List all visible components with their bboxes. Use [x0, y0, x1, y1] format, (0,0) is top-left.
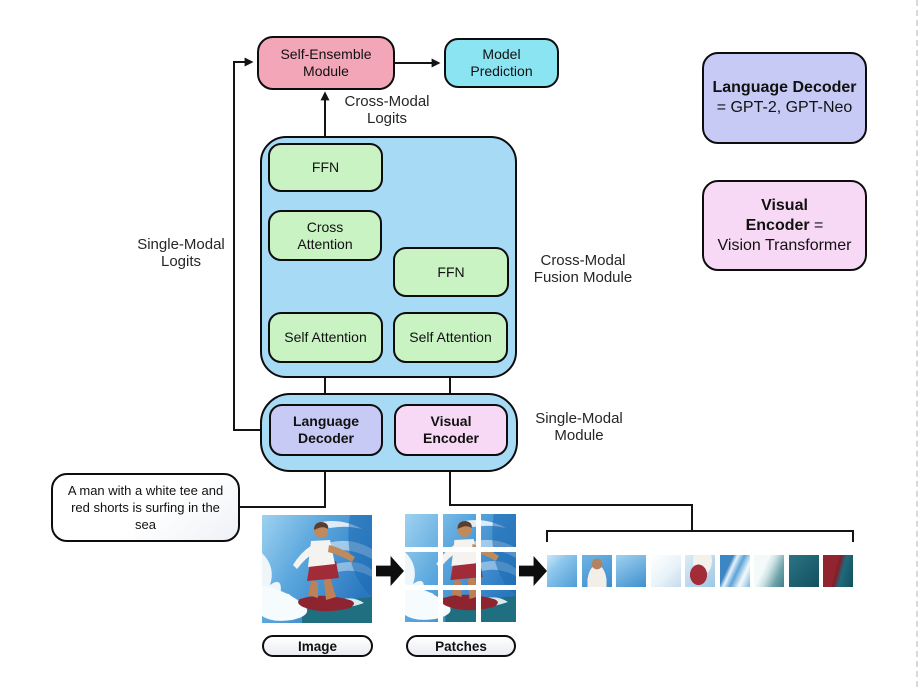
strip-patch-foam-teal	[754, 555, 784, 587]
legend-language-decoder-detail: = GPT-2, GPT-Neo	[716, 99, 853, 116]
connector-caption-to-decoder	[240, 457, 330, 508]
node-language-decoder: Language Decoder	[269, 404, 383, 456]
label-cross-modal-fusion-module: Cross-Modal Fusion Module	[533, 252, 633, 286]
legend-visual-encoder-line1: Visual	[761, 196, 808, 214]
image-pill-label: Image	[262, 635, 373, 657]
legend-visual-encoder-line2: Encoder =	[746, 216, 824, 236]
label-single-modal-logits: Single-Modal Logits	[137, 236, 225, 270]
patch-gap	[405, 585, 516, 590]
strip-patch-wave-foam	[719, 555, 750, 587]
legend-language-decoder: Language Decoder = GPT-2, GPT-Neo	[702, 52, 867, 144]
node-model-prediction: Model Prediction	[444, 38, 559, 88]
patch-gap	[476, 514, 481, 622]
label-cross-modal-logits: Cross-Modal Logits	[344, 93, 430, 127]
label-single-modal-module: Single-Modal Module	[535, 410, 623, 444]
patch-gap	[438, 514, 443, 622]
legend-language-decoder-title: Language Decoder	[712, 79, 857, 96]
legend-visual-encoder-line2-bold: Encoder	[745, 216, 810, 234]
legend-visual-encoder-line2-rest: =	[809, 216, 824, 234]
patch-strip	[547, 555, 853, 587]
connector-single-modal-logits	[233, 57, 269, 431]
connector-strip-to-encoder	[445, 457, 693, 531]
patches-pill-label: Patches	[406, 635, 516, 657]
strip-patch-dark-water	[788, 555, 819, 587]
strip-patch-foam	[650, 555, 681, 587]
surfer-image	[262, 515, 372, 623]
strip-patch-surfer-head	[581, 555, 612, 587]
legend-visual-encoder-line3: Vision Transformer	[717, 236, 852, 254]
caption-box: A man with a white tee and red shorts is…	[51, 473, 240, 542]
strip-bracket	[546, 530, 854, 542]
node-ffn-language: FFN	[268, 143, 383, 192]
node-visual-encoder: Visual Encoder	[394, 404, 508, 456]
node-ffn-visual: FFN	[393, 247, 509, 297]
node-self-ensemble-module: Self-Ensemble Module	[257, 36, 395, 90]
strip-patch-sky	[616, 555, 646, 587]
patch-gap	[405, 547, 516, 552]
patches-grid-image	[405, 514, 516, 622]
strip-patch-sky-cloud	[547, 555, 577, 587]
node-self-attention-visual: Self Attention	[393, 312, 508, 363]
node-self-attention-language: Self Attention	[268, 312, 383, 363]
node-cross-attention: Cross Attention	[268, 210, 382, 261]
strip-patch-board-water	[823, 555, 853, 587]
legend-visual-encoder: Visual Encoder = Vision Transformer	[702, 180, 867, 271]
page-edge-divider	[916, 0, 918, 687]
strip-patch-surfer-shorts	[685, 555, 715, 587]
